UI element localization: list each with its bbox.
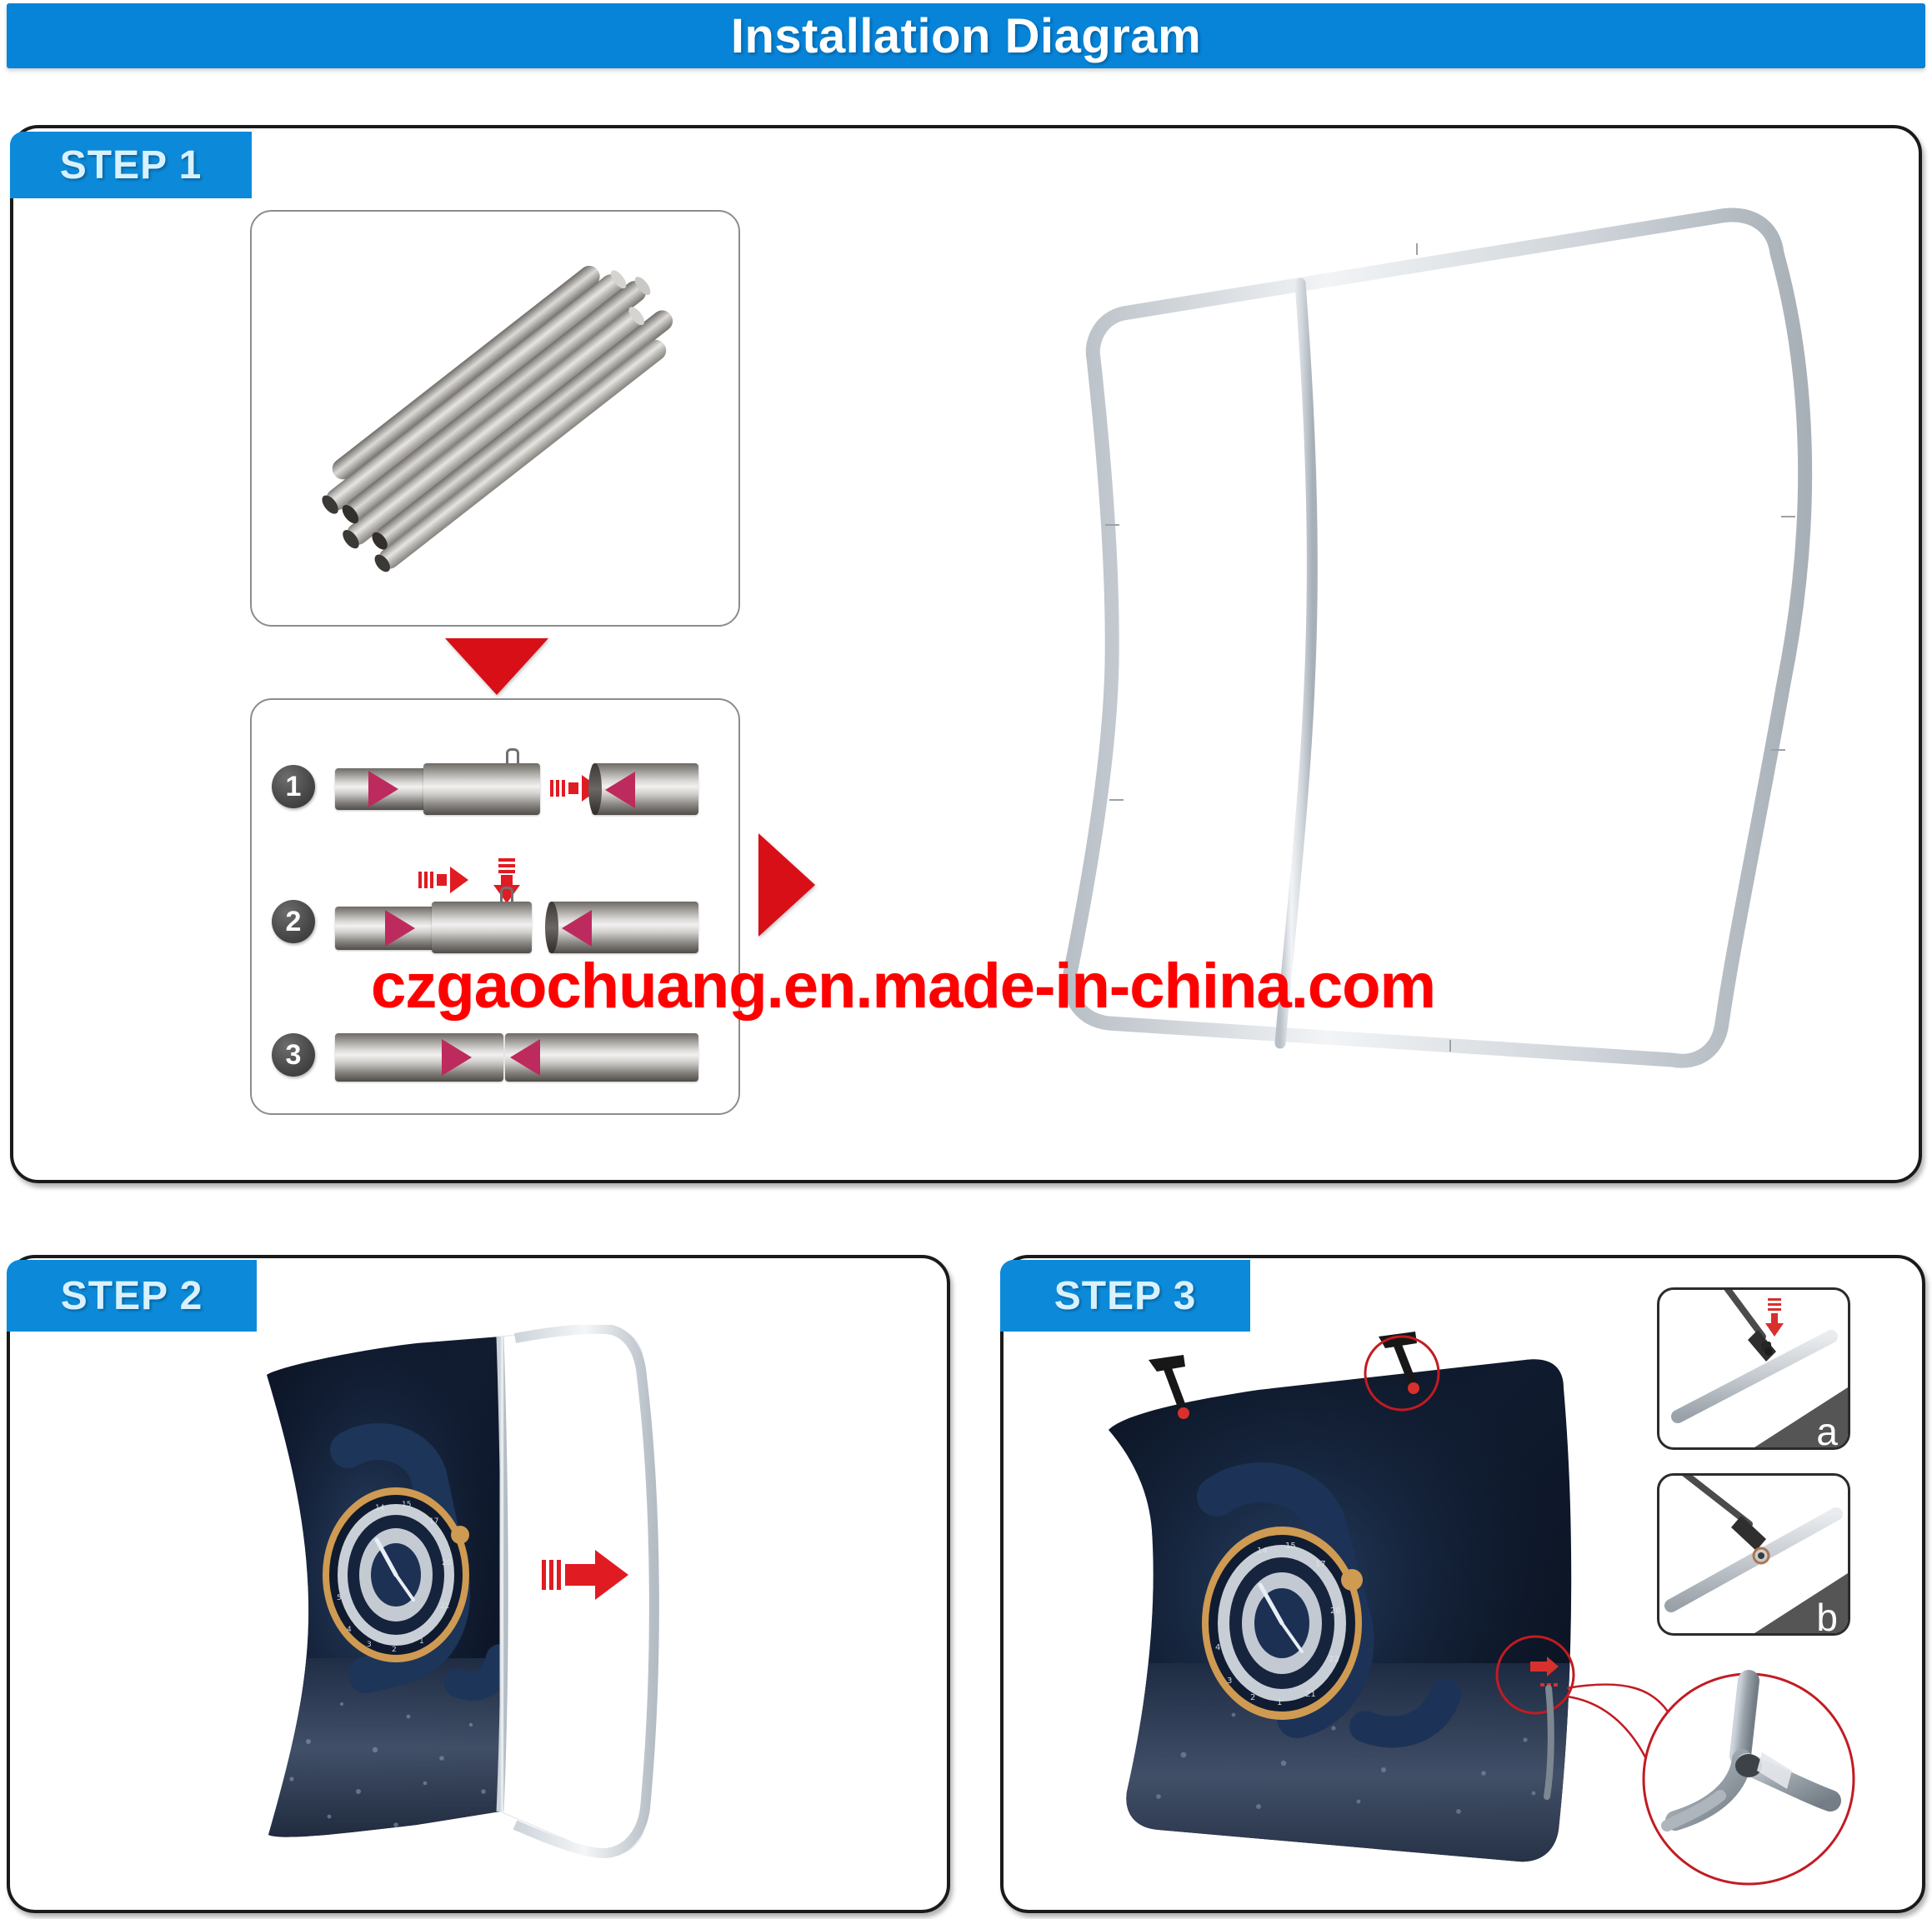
svg-text:15: 15	[402, 1501, 411, 1509]
assembled-curved-frame	[1062, 207, 1813, 1068]
svg-text:2: 2	[1250, 1693, 1255, 1702]
svg-text:20: 20	[442, 1559, 452, 1567]
svg-text:15: 15	[1285, 1542, 1296, 1551]
pink-arrow-right-3	[442, 1039, 472, 1076]
pole-bundle-box	[250, 210, 740, 627]
pink-arrow-left-1	[605, 772, 635, 808]
svg-text:14: 14	[1257, 1547, 1268, 1556]
pink-arrow-left-2	[562, 910, 592, 947]
spring-pin-icon-1	[506, 748, 519, 764]
svg-text:22: 22	[1329, 1655, 1339, 1664]
step-3-tab: STEP 3	[1000, 1260, 1250, 1332]
tube-left-3	[335, 1033, 503, 1082]
clip-press-down-detail: a	[1657, 1287, 1850, 1450]
svg-text:2: 2	[392, 1646, 397, 1654]
red-arrow-right-icon	[542, 1550, 628, 1600]
tube-socket-2	[432, 902, 532, 953]
tube-cap-1	[588, 763, 602, 815]
svg-text:3: 3	[1227, 1677, 1232, 1686]
svg-text:4: 4	[347, 1626, 352, 1634]
inset-a-letter: a	[1816, 1410, 1838, 1450]
tube-socket-1	[423, 763, 540, 815]
svg-text:1: 1	[1277, 1698, 1282, 1707]
foot-marker	[1495, 1635, 1575, 1800]
red-motion-arrow-2a	[418, 867, 468, 893]
svg-text:20: 20	[1330, 1607, 1341, 1616]
spring-pin-icon-2	[500, 887, 513, 902]
pink-arrow-right-2	[385, 910, 415, 947]
pole-bundle-photo	[322, 265, 673, 572]
header-bar: Installation Diagram	[7, 3, 1925, 68]
svg-text:17: 17	[1315, 1560, 1326, 1569]
clip-marker-left	[1149, 1355, 1189, 1419]
clip-locked-detail: b	[1657, 1473, 1850, 1636]
svg-text:4: 4	[1215, 1643, 1220, 1652]
page-title: Installation Diagram	[730, 8, 1202, 63]
pink-arrow-right-1	[368, 771, 398, 807]
clip-callout-circle	[1364, 1335, 1440, 1412]
svg-text:3: 3	[367, 1641, 372, 1649]
substep-badge-3: 3	[272, 1033, 315, 1077]
tube-cap-2	[545, 902, 558, 953]
watermark-text: czgaochuang.en.made-in-china.com	[371, 951, 1436, 1022]
svg-text:1: 1	[419, 1637, 424, 1646]
substep-badge-2: 2	[272, 900, 315, 943]
leader-line-upper	[1566, 1683, 1674, 1719]
svg-text:5: 5	[337, 1594, 342, 1602]
tube-connection-box: 1 2 3	[250, 698, 740, 1115]
red-down-arrow-icon	[1765, 1298, 1784, 1337]
pink-arrow-left-3	[510, 1039, 540, 1076]
svg-text:22: 22	[440, 1602, 449, 1611]
red-triangle-right-icon	[758, 833, 815, 937]
substep-badge-1: 1	[272, 765, 315, 808]
inset-b-letter: b	[1816, 1596, 1838, 1636]
svg-text:17: 17	[429, 1517, 438, 1526]
red-triangle-down-icon	[445, 638, 548, 695]
watch-banner-graphic: 14 15 17 20 22 1 2 3 4 5	[267, 1325, 659, 1858]
foot-joint-magnifier	[1642, 1670, 1855, 1886]
step-2-tab: STEP 2	[7, 1260, 257, 1332]
svg-text:21: 21	[1305, 1690, 1316, 1699]
step-1-tab: STEP 1	[10, 132, 252, 198]
svg-text:14: 14	[375, 1504, 385, 1512]
